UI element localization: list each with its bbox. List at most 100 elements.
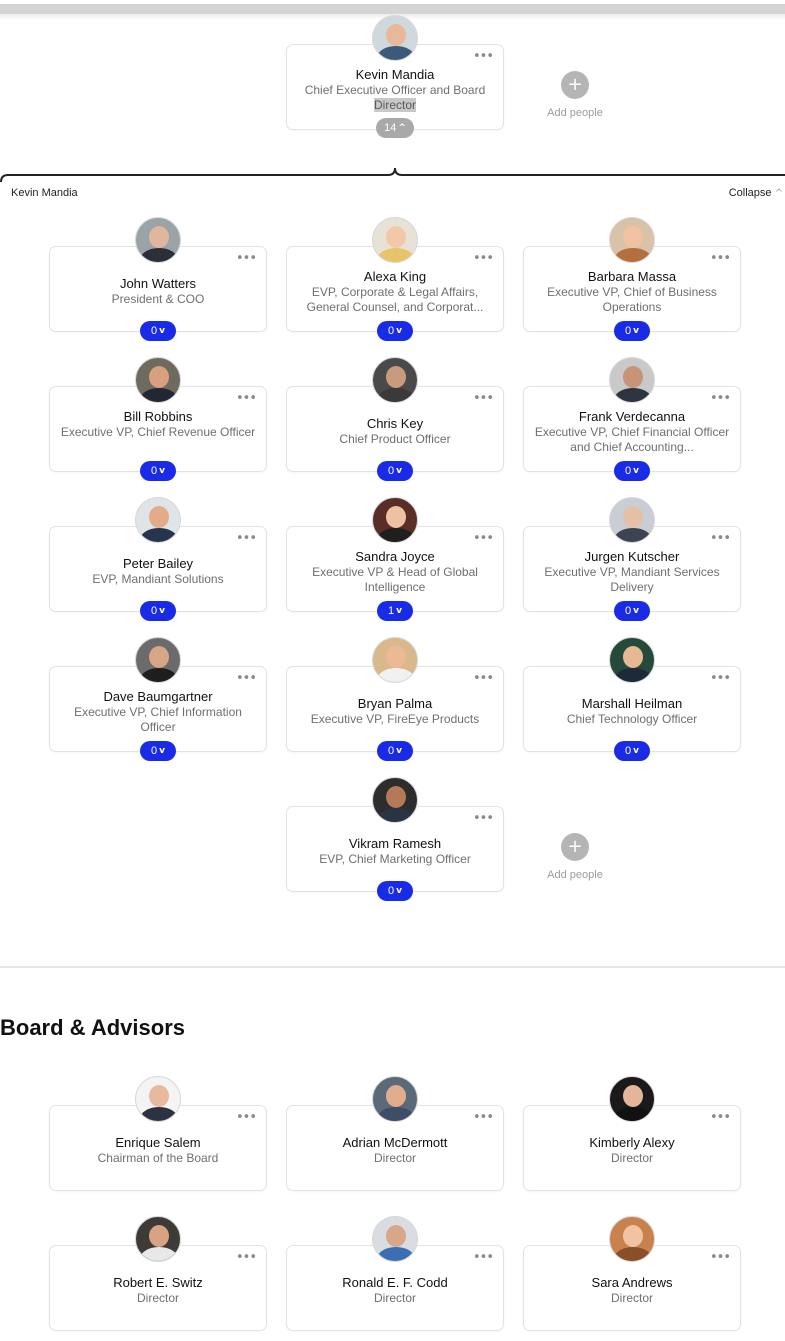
more-options-icon[interactable]: ••• bbox=[236, 671, 257, 686]
more-options-icon[interactable]: ••• bbox=[710, 251, 731, 266]
person-name: Kimberly Alexy bbox=[589, 1135, 675, 1150]
person-title: Chairman of the Board bbox=[97, 1151, 219, 1165]
person-name: Alexa King bbox=[363, 269, 427, 284]
chevron-down-icon: v bbox=[633, 746, 639, 756]
avatar bbox=[135, 637, 181, 683]
reports-count: 0 bbox=[151, 325, 158, 337]
avatar bbox=[609, 217, 655, 263]
person-name: Robert E. Switz bbox=[113, 1275, 203, 1290]
board-member-card[interactable]: ••• Adrian McDermott Director bbox=[286, 1105, 504, 1191]
chevron-up-icon: ^ bbox=[774, 188, 783, 199]
avatar bbox=[609, 1076, 655, 1122]
reports-count: 0 bbox=[625, 605, 632, 617]
reports-count: 0 bbox=[151, 605, 158, 617]
chevron-down-icon: v bbox=[633, 466, 639, 476]
more-options-icon[interactable]: ••• bbox=[710, 531, 731, 546]
reports-count: 0 bbox=[625, 745, 632, 757]
chevron-down-icon: v bbox=[159, 326, 165, 336]
more-options-icon[interactable]: ••• bbox=[236, 391, 257, 406]
more-options-icon[interactable]: ••• bbox=[473, 49, 494, 64]
section-title: Board & Advisors bbox=[0, 1015, 186, 1040]
ceo-card[interactable]: ••• Kevin Mandia Chief Executive Officer… bbox=[286, 44, 504, 130]
add-people-button[interactable]: + Add people bbox=[535, 71, 615, 119]
avatar bbox=[609, 497, 655, 543]
avatar bbox=[609, 637, 655, 683]
more-options-icon[interactable]: ••• bbox=[710, 671, 731, 686]
more-options-icon[interactable]: ••• bbox=[236, 531, 257, 546]
more-options-icon[interactable]: ••• bbox=[473, 1110, 494, 1125]
more-options-icon[interactable]: ••• bbox=[473, 1250, 494, 1265]
person-title: Director bbox=[373, 1151, 416, 1165]
more-options-icon[interactable]: ••• bbox=[473, 671, 494, 686]
chevron-down-icon: v bbox=[159, 606, 165, 616]
person-title: Executive VP & Head of Global Intelligen… bbox=[312, 565, 478, 594]
avatar bbox=[372, 777, 418, 823]
more-options-icon[interactable]: ••• bbox=[236, 251, 257, 266]
person-name: John Watters bbox=[119, 276, 197, 291]
person-name: Dave Baumgartner bbox=[103, 689, 213, 704]
avatar bbox=[609, 1216, 655, 1262]
more-options-icon[interactable]: ••• bbox=[473, 391, 494, 406]
person-title: Chief Executive Officer and Board Direct… bbox=[297, 83, 493, 113]
person-name: Adrian McDermott bbox=[342, 1135, 448, 1150]
avatar bbox=[135, 1216, 181, 1262]
person-title: Chief Product Officer bbox=[339, 432, 451, 446]
chevron-up-icon: ^ bbox=[398, 123, 406, 133]
person-name: Ronald E. F. Codd bbox=[342, 1275, 448, 1290]
more-options-icon[interactable]: ••• bbox=[236, 1250, 257, 1265]
avatar bbox=[372, 15, 418, 61]
more-options-icon[interactable]: ••• bbox=[236, 1110, 257, 1125]
person-name: Sara Andrews bbox=[591, 1275, 673, 1290]
person-name: Bryan Palma bbox=[357, 696, 433, 711]
add-people-label: Add people bbox=[547, 107, 603, 119]
more-options-icon[interactable]: ••• bbox=[473, 251, 494, 266]
board-member-card[interactable]: ••• Enrique Salem Chairman of the Board bbox=[49, 1105, 267, 1191]
collapse-button[interactable]: Collapse ^ bbox=[729, 187, 783, 199]
person-name: Barbara Massa bbox=[587, 269, 677, 284]
more-options-icon[interactable]: ••• bbox=[710, 391, 731, 406]
avatar bbox=[609, 357, 655, 403]
avatar bbox=[135, 357, 181, 403]
avatar bbox=[372, 637, 418, 683]
more-options-icon[interactable]: ••• bbox=[473, 531, 494, 546]
org-connector bbox=[0, 167, 785, 183]
reports-count: 0 bbox=[388, 745, 395, 757]
chevron-down-icon: v bbox=[396, 746, 402, 756]
person-card[interactable]: ••• Alexa King EVP, Corporate & Legal Af… bbox=[286, 246, 504, 332]
person-name: Peter Bailey bbox=[122, 556, 194, 571]
more-options-icon[interactable]: ••• bbox=[710, 1110, 731, 1125]
add-people-label: Add people bbox=[547, 869, 603, 881]
plus-icon: + bbox=[561, 833, 589, 861]
chevron-down-icon: v bbox=[396, 466, 402, 476]
avatar bbox=[372, 217, 418, 263]
board-member-card[interactable]: ••• Ronald E. F. Codd Director bbox=[286, 1245, 504, 1331]
reports-count: 0 bbox=[388, 325, 395, 337]
more-options-icon[interactable]: ••• bbox=[710, 1250, 731, 1265]
horizontal-scrollbar[interactable] bbox=[0, 4, 785, 14]
person-name: Jurgen Kutscher bbox=[584, 549, 680, 564]
person-name: Enrique Salem bbox=[115, 1135, 201, 1150]
chevron-down-icon: v bbox=[159, 466, 165, 476]
title-highlighted: Director bbox=[373, 98, 416, 112]
reports-count-toggle[interactable]: 14 ^ bbox=[376, 118, 414, 138]
more-options-icon[interactable]: ••• bbox=[473, 811, 494, 826]
board-member-card[interactable]: ••• Kimberly Alexy Director bbox=[523, 1105, 741, 1191]
person-card[interactable]: ••• Vikram Ramesh EVP, Chief Marketing O… bbox=[286, 806, 504, 892]
person-card[interactable]: ••• John Watters President & COO bbox=[49, 246, 267, 332]
add-people-button[interactable]: + Add people bbox=[535, 833, 615, 881]
avatar bbox=[372, 1216, 418, 1262]
chevron-down-icon: v bbox=[396, 606, 402, 616]
